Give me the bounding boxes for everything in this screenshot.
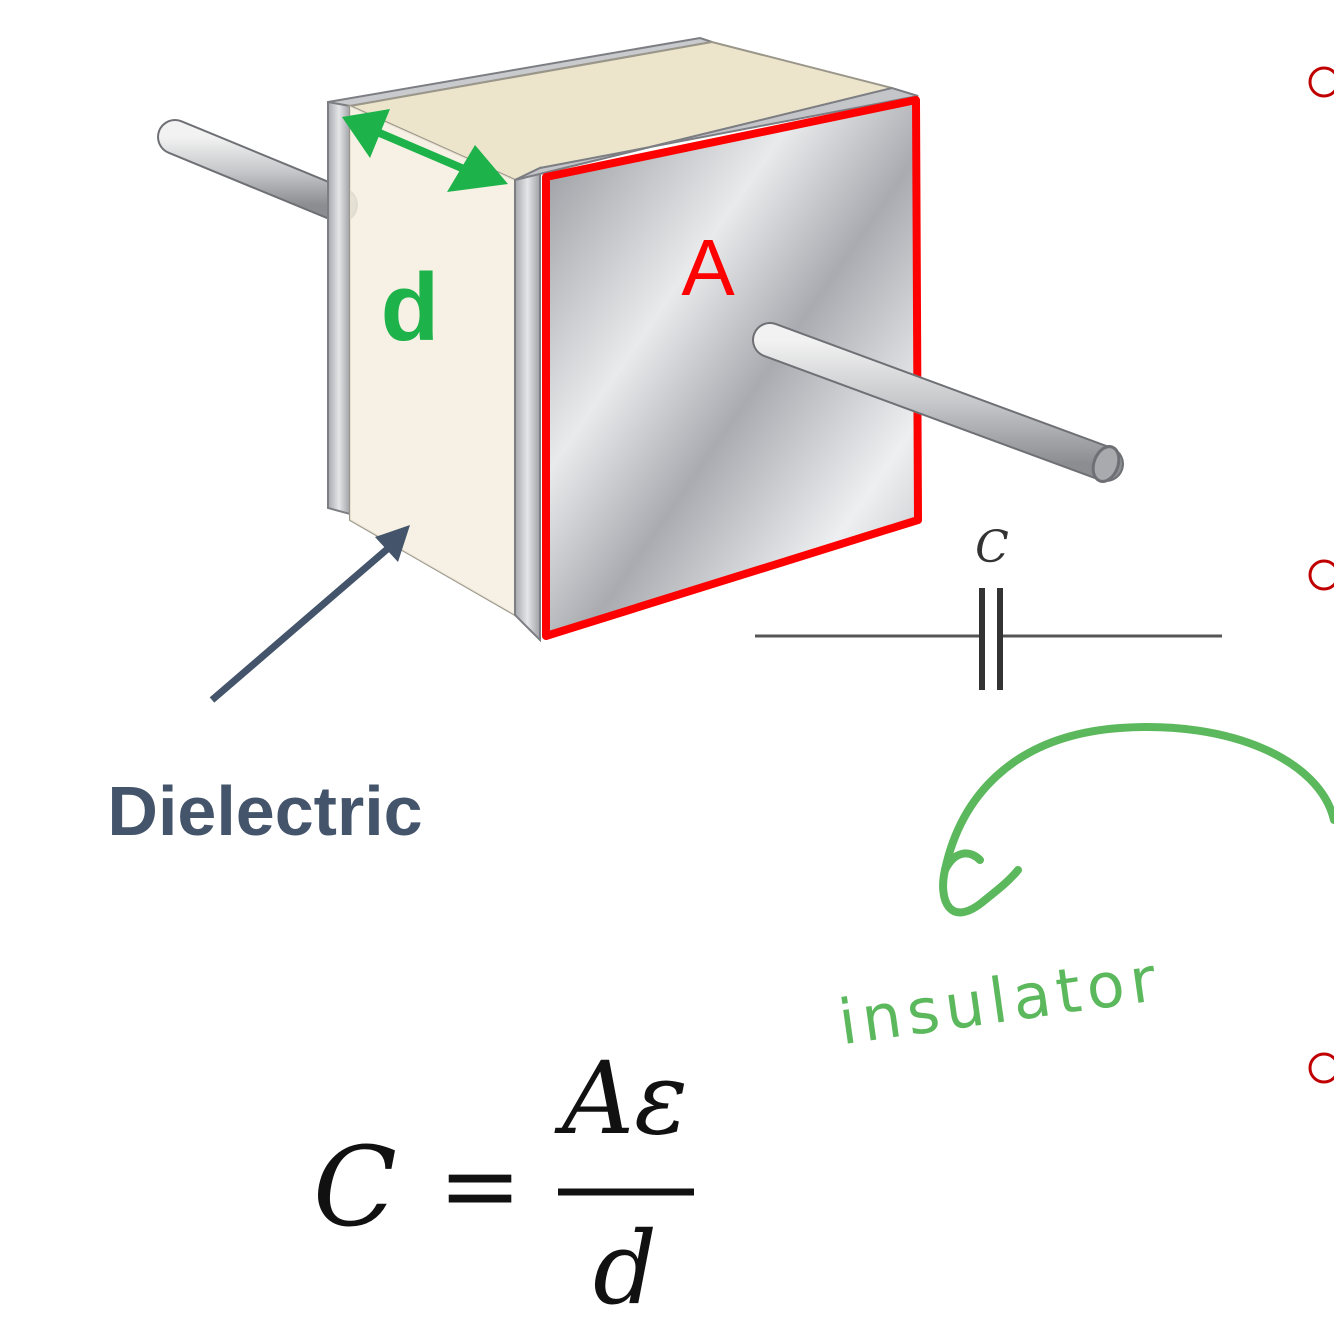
- dielectric-pointer-arrow: [209, 525, 410, 703]
- front-plate: [542, 96, 922, 640]
- bullet-marker: [1308, 1052, 1334, 1084]
- capacitor-symbol: [755, 588, 1222, 690]
- formula-lhs: C: [313, 1123, 397, 1251]
- dielectric-label: Dielectric: [107, 772, 422, 850]
- plate-area-outline: [542, 96, 922, 640]
- left-lead-rod: [157, 119, 358, 223]
- area-label: A: [681, 223, 735, 312]
- capacitor-symbol-label: C: [975, 522, 1009, 573]
- capacitance-formula: C = Aε d: [313, 1040, 694, 1327]
- formula-denominator: d: [593, 1210, 657, 1327]
- dielectric-block: [346, 40, 893, 617]
- formula-equals: =: [438, 1127, 522, 1244]
- handwritten-note: insulator: [834, 942, 1166, 1060]
- bullet-marker: [1308, 66, 1334, 98]
- right-lead-rod: [752, 322, 1124, 483]
- distance-arrow: [342, 109, 508, 192]
- handwritten-arrow: [939, 723, 1334, 917]
- front-plate-edge: [514, 86, 919, 643]
- bullet-markers: [1308, 66, 1334, 1084]
- bullet-marker: [1308, 559, 1334, 591]
- formula-numerator: Aε: [554, 1040, 688, 1157]
- distance-label: d: [381, 254, 440, 361]
